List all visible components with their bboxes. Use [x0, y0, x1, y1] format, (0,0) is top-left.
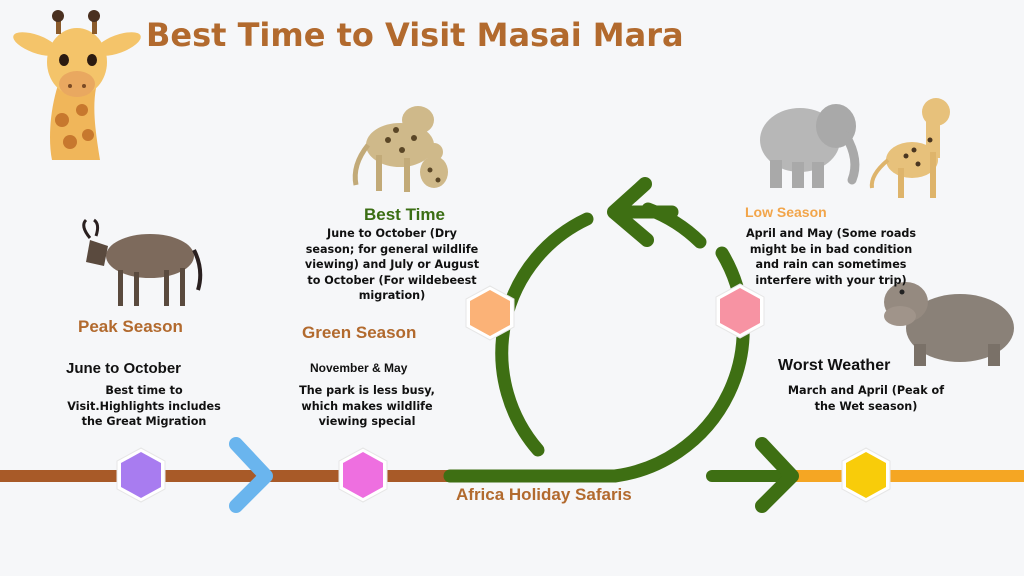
description-green: The park is less busy, which makes wildl… — [299, 384, 435, 428]
wildebeest-icon — [82, 218, 203, 306]
cheetah-icon — [869, 98, 950, 198]
arrow-right-icon — [755, 437, 799, 513]
cycle-line-green — [443, 246, 750, 483]
description-best: June to October (Dry season; for general… — [304, 227, 480, 302]
description-peak: Best time to Visit.Highlights includes t… — [67, 384, 221, 428]
hippo-icon — [884, 282, 1014, 366]
season-label-best: Best Time — [364, 205, 445, 224]
heading-peak: June to October — [66, 360, 182, 377]
marker-best-time — [465, 285, 515, 341]
chevron-right-icon — [229, 437, 273, 513]
marker-peak-season — [116, 447, 166, 503]
description-worst: March and April (Peak of the Wet season) — [787, 384, 945, 413]
brand-label: Africa Holiday Safaris — [456, 485, 632, 504]
season-label-peak: Peak Season — [78, 317, 183, 336]
heading-worst: Worst Weather — [778, 357, 891, 374]
marker-low-season — [715, 283, 765, 339]
description-low: April and May (Some roads might be in ba… — [745, 227, 917, 287]
page-title: Best Time to Visit Masai Mara — [146, 16, 684, 54]
heading-green: November & May — [310, 361, 408, 375]
season-label-low: Low Season — [745, 204, 827, 220]
season-label-green: Green Season — [302, 323, 417, 342]
marker-worst-weather — [841, 447, 891, 503]
leopard-icon — [352, 106, 448, 192]
cycle-arc-green — [495, 212, 594, 457]
marker-green-season — [338, 447, 388, 503]
giraffe-icon — [13, 10, 141, 160]
elephant-icon — [760, 104, 860, 188]
